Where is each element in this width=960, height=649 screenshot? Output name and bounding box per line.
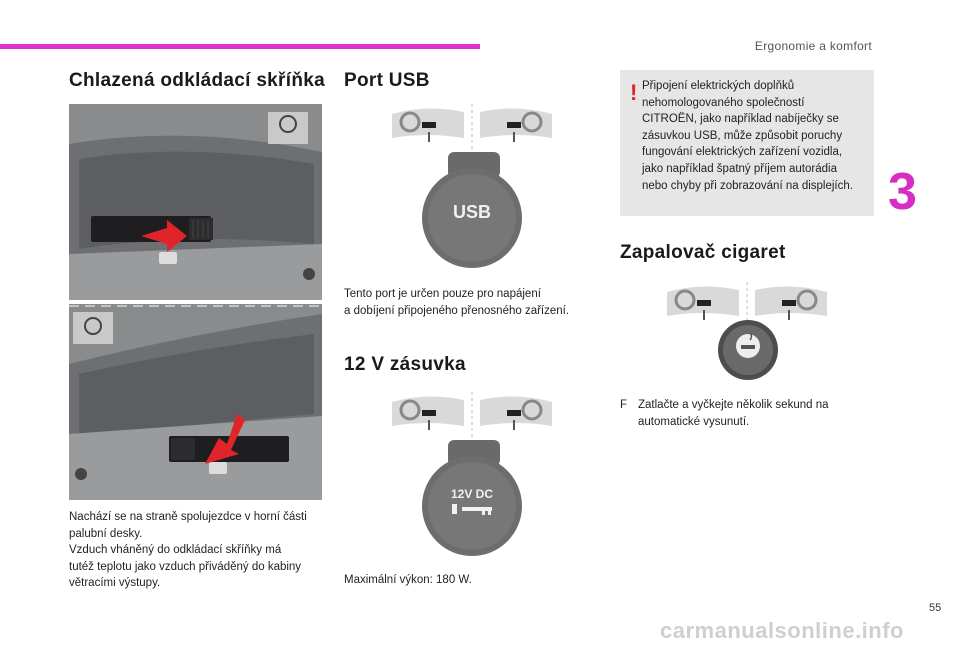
glovebox-photo-top <box>69 104 322 300</box>
socket-description: Maximální výkon: 180 W. <box>344 572 604 589</box>
usb-line-2: a dobíjení připojeného přenosného zaříze… <box>344 304 570 317</box>
socket-line-1: Maximální výkon: 180 W. <box>344 574 472 586</box>
lighter-bullet: F <box>620 399 628 411</box>
usb-line-1: Tento port je určen pouze pro napájení <box>344 288 541 300</box>
page-number: 55 <box>929 602 942 614</box>
cooled-box-line-1: Nachází se na straně spolujezdce v horní… <box>69 511 307 523</box>
lighter-line-2: automatické vysunutí. <box>638 415 750 428</box>
usb-cap-label: USB <box>453 202 491 222</box>
cooled-box-line-5: větracími výstupy. <box>69 577 161 589</box>
cooled-box-title: Chlazená odkládací skříňka <box>69 70 325 91</box>
socket-12v-title: 12 V zásuvka <box>344 354 466 375</box>
socket-cap-label: 12V DC <box>451 487 493 501</box>
warning-line-2: nehomologovaného společností <box>642 96 805 109</box>
glovebox-photo-bottom <box>69 304 322 500</box>
chapter-number: 3 <box>888 163 917 221</box>
warning-line-1: Připojení elektrických doplňků <box>642 80 795 92</box>
lighter-line-1: Zatlačte a vyčkejte několik sekund na <box>638 399 829 411</box>
warning-line-4: zásuvkou USB, může způsobit poruchy <box>642 129 843 142</box>
socket-cap-icon: 12V DC <box>420 440 526 563</box>
header-accent-bar <box>0 44 480 49</box>
lighter-icon <box>716 318 780 387</box>
warning-line-7: nebo chyby při zobrazování na displejích… <box>642 179 853 192</box>
section-title: Ergonomie a komfort <box>754 39 872 53</box>
usb-location-icon <box>392 104 552 155</box>
warning-icon: ! <box>630 80 638 105</box>
warning-box: ! Připojení elektrických doplňků nehomol… <box>620 70 874 216</box>
watermark: carmanualsonline.info <box>660 618 904 643</box>
cooled-box-line-2: palubní desky. <box>69 527 143 540</box>
lighter-title: Zapalovač cigaret <box>620 242 786 263</box>
usb-title: Port USB <box>344 70 430 91</box>
warning-line-5: fungování elektrických zařízení vozidla, <box>642 146 843 159</box>
cooled-box-line-3: Vzduch vháněný do odkládací skříňky má <box>69 544 282 556</box>
lighter-location-icon <box>667 282 827 333</box>
warning-line-6: jako například špatný příjem autorádia <box>642 162 837 175</box>
cooled-box-description: Nachází se na straně spolujezdce v horní… <box>69 509 329 592</box>
socket-location-icon <box>392 392 552 443</box>
warning-line-3: CITROËN, jako například nabíječky se <box>642 113 839 126</box>
usb-description: Tento port je určen pouze pro napájení a… <box>344 286 604 319</box>
lighter-description: Zatlačte a vyčkejte několik sekund na au… <box>638 397 878 430</box>
usb-cap-icon: USB <box>420 152 526 275</box>
cooled-box-line-4: tutéž teplotu jako vzduch přiváděný do k… <box>69 560 302 573</box>
warning-text: Připojení elektrických doplňků nehomolog… <box>642 78 870 194</box>
